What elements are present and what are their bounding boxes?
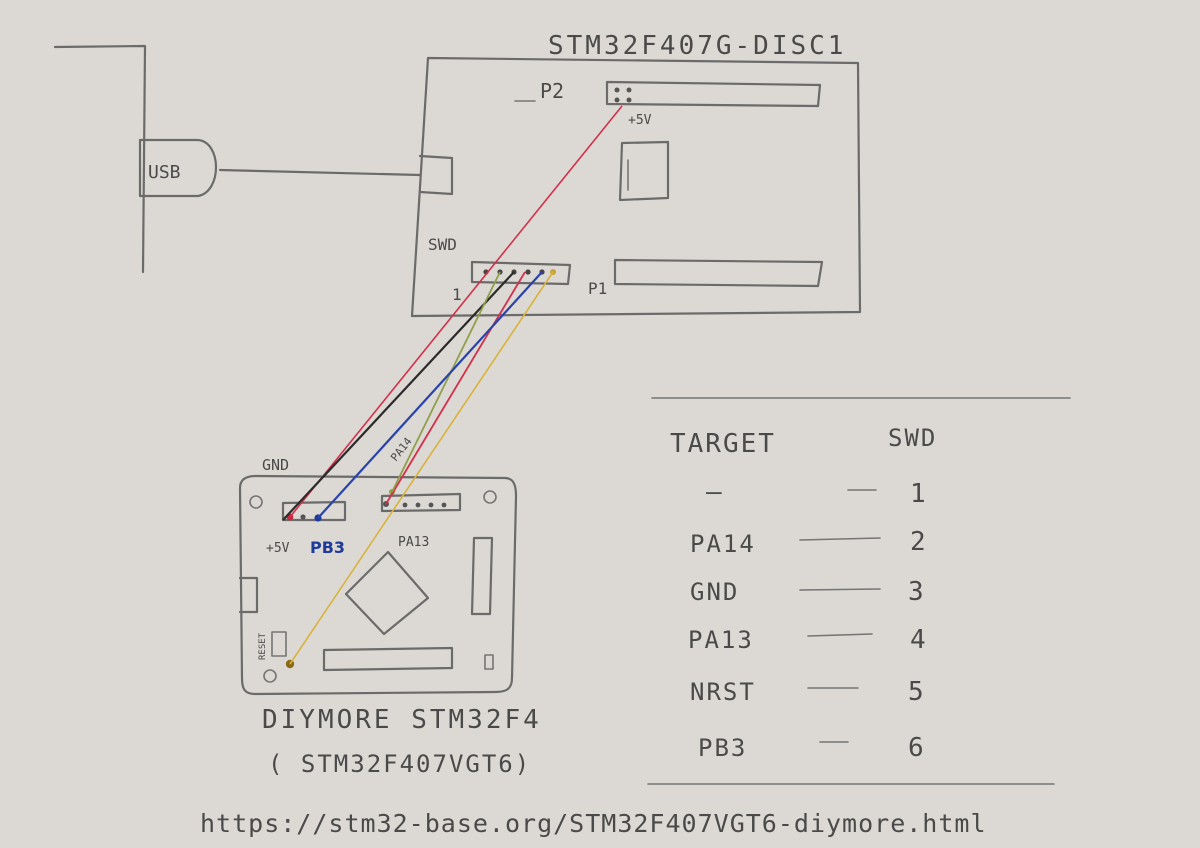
mount-hole: [263, 669, 277, 683]
row-dash: [799, 537, 881, 541]
jumper-wires: [282, 105, 623, 665]
row-target: PA14: [690, 530, 756, 558]
p2-pin: [626, 97, 632, 103]
usb-cable: [218, 168, 422, 177]
row-swd: 6: [908, 733, 924, 763]
discovery-usb-connector: [418, 154, 454, 196]
p2-header: [605, 80, 822, 108]
discovery-board-title: STM32F407G-DISC1: [548, 31, 846, 61]
header-pin: [415, 502, 421, 508]
diymore-chip: [344, 550, 430, 636]
p2-label: P2: [540, 79, 564, 103]
swd-label: SWD: [428, 235, 457, 254]
diymore-name-line1: DIYMORE STM32F4: [262, 705, 542, 735]
row-target: —: [706, 477, 722, 507]
table-row: GND 3: [690, 577, 924, 607]
pin-table: TARGET SWD — 1 PA14 2 GND 3 PA13 4 NRST …: [647, 397, 1071, 785]
diymore-board: GND +5V PB3 PA13 PA14 RESET: [238, 435, 518, 696]
wire-gnd-black: [282, 271, 515, 521]
wire-nrst-yellow: [289, 271, 554, 665]
row-target: PA13: [688, 626, 754, 654]
reset-button: [271, 631, 287, 657]
discovery-board: STM32F407G-DISC1 P2 +5V SWD 1 P1: [410, 31, 862, 318]
header-pin: [441, 502, 447, 508]
p2-pin: [614, 87, 620, 93]
swd-pin-4: [525, 269, 531, 275]
header-pin: [402, 502, 408, 508]
wire-pa14-green: [391, 271, 501, 493]
diymore-board-outline: [238, 474, 518, 696]
p1-header: [613, 258, 824, 288]
diymore-bottom-header: [322, 646, 454, 672]
table-header-target: TARGET: [670, 429, 776, 459]
diymore-name-line2: ( STM32F407VGT6): [268, 750, 531, 778]
row-dash: [807, 633, 873, 637]
pa13-pin-label: PA13: [398, 535, 429, 550]
mount-slot: [484, 654, 494, 670]
discovery-chip: [618, 140, 670, 202]
p1-label: P1: [588, 279, 607, 298]
usb-plug-outline: [138, 138, 218, 198]
usb-plug: USB: [138, 138, 218, 198]
wire-pb3-blue: [317, 271, 543, 519]
swd-header: [470, 260, 572, 286]
swd-pin1-label: 1: [452, 285, 462, 304]
row-swd: 3: [908, 577, 924, 607]
table-row: NRST 5: [690, 677, 924, 707]
source-url: https://stm32-base.org/STM32F407VGT6-diy…: [200, 809, 987, 838]
table-row: PA13 4: [688, 625, 926, 655]
row-swd: 4: [910, 625, 926, 655]
row-target: GND: [690, 578, 739, 606]
reset-label: RESET: [258, 632, 268, 660]
diymore-header-right: [380, 492, 462, 513]
header-pin: [300, 514, 306, 520]
diymore-side-header: [470, 536, 494, 616]
row-target: NRST: [690, 678, 756, 706]
table-header-swd: SWD: [888, 424, 937, 452]
table-row: — 1: [706, 477, 926, 509]
usb-label: USB: [148, 162, 181, 183]
row-target: PB3: [698, 734, 747, 762]
diymore-header-left: [281, 500, 347, 522]
header-pin: [428, 502, 434, 508]
row-swd: 5: [908, 677, 924, 707]
row-dash: [799, 588, 881, 591]
p2-pin: [626, 87, 632, 93]
gnd-label: GND: [262, 456, 289, 474]
plus5v-pin-label: +5V: [266, 541, 290, 556]
wire-5v-red: [289, 105, 623, 518]
discovery-board-outline: [410, 56, 862, 318]
row-swd: 1: [910, 479, 926, 509]
row-swd: 2: [910, 527, 926, 557]
wire-red-pa13: [385, 271, 526, 505]
mount-hole: [483, 490, 497, 504]
table-row: PB3 6: [698, 733, 924, 763]
mount-hole: [249, 495, 263, 509]
pb3-pin-label: PB3: [310, 538, 345, 557]
diymore-usb-connector: [238, 576, 259, 614]
p2-pin: [614, 97, 620, 103]
table-row: PA14 2: [690, 527, 926, 558]
p2-plus5v-label: +5V: [628, 113, 652, 128]
